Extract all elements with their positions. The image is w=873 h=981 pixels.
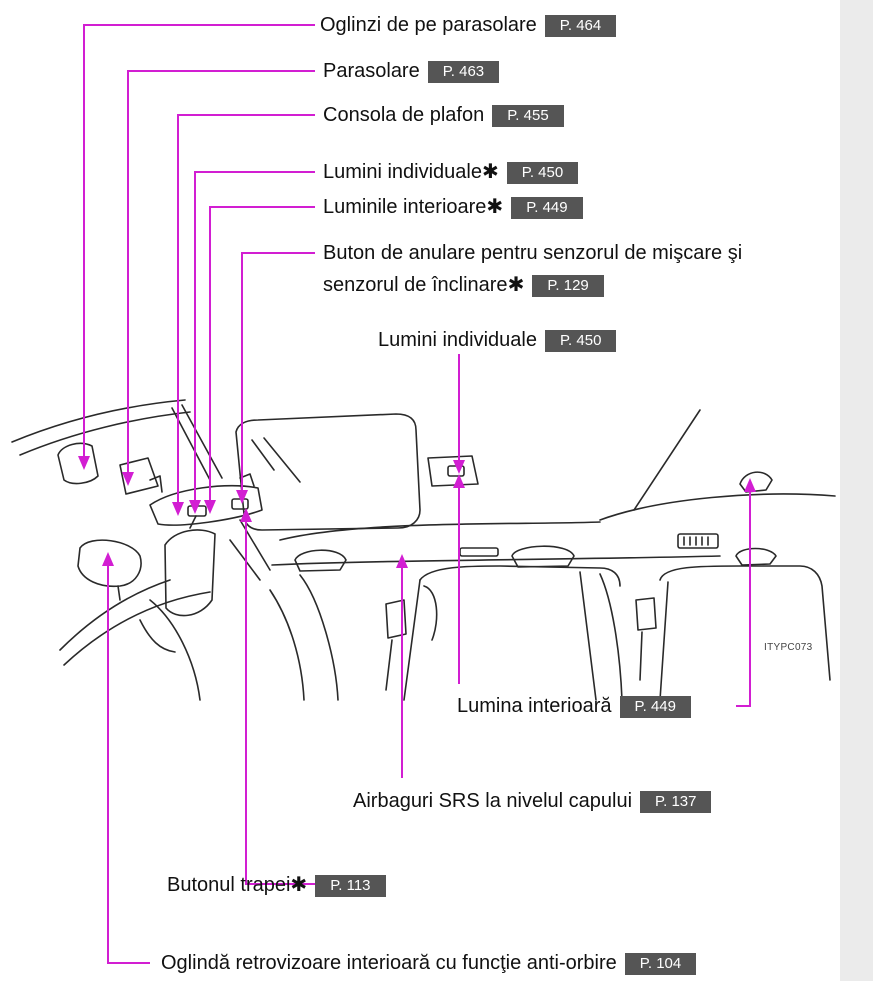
optional-equipment-mark: ✱ <box>482 161 499 183</box>
page-ref-badge[interactable]: P. 449 <box>511 197 582 219</box>
callout-sun-visors: Parasolare P. 463 <box>323 58 499 84</box>
leader-overhead-console <box>178 115 315 508</box>
arrow-overhead-console <box>172 502 184 516</box>
interior-diagram <box>0 0 840 981</box>
callout-overhead-console: Consola de plafon P. 455 <box>323 102 564 128</box>
leader-sensor-cancel-button <box>242 253 315 496</box>
callout-label: Airbaguri SRS la nivelul capului <box>353 790 632 812</box>
callout-sun-visor-mirrors: Oglinzi de pe parasolare P. 464 <box>320 12 616 38</box>
page-ref-badge[interactable]: P. 113 <box>315 875 385 897</box>
page-ref-badge[interactable]: P. 129 <box>532 275 603 297</box>
callout-personal-lights-rear: Lumini individuale P. 450 <box>378 327 616 353</box>
car-interior-drawing <box>12 400 835 700</box>
arrow-interior-light-rear-dome <box>744 478 756 492</box>
arrow-sun-visor-mirrors <box>78 456 90 470</box>
arrow-personal-lights-front <box>189 500 201 514</box>
page-ref-badge[interactable]: P. 449 <box>620 696 691 718</box>
leader-moon-roof-switch <box>246 514 330 884</box>
leader-interior-lights-front <box>210 207 315 506</box>
callout-label: Lumina interioară <box>457 695 612 717</box>
page-ref-badge[interactable]: P. 450 <box>507 162 578 184</box>
callout-srs-curtain-airbags: Airbaguri SRS la nivelul capului P. 137 <box>353 788 711 814</box>
arrow-sensor-cancel-button <box>236 490 248 504</box>
callout-label: Buton de anulare pentru senzorul de mişc… <box>323 242 742 264</box>
callout-sensor-cancel-button-line1: Buton de anulare pentru senzorul de mişc… <box>323 240 742 266</box>
callout-interior-light-rear: Lumina interioară P. 449 <box>457 693 691 719</box>
page-ref-badge[interactable]: P. 464 <box>545 15 616 37</box>
callout-sensor-cancel-button-line2: senzorul de înclinare✱ P. 129 <box>323 272 604 298</box>
page-ref-badge[interactable]: P. 463 <box>428 61 499 83</box>
page-ref-badge[interactable]: P. 104 <box>625 953 696 975</box>
leader-interior-light-rear-dome <box>736 484 750 706</box>
callout-label: Lumini individuale <box>378 329 537 351</box>
callout-label: Luminile interioare <box>323 196 486 218</box>
arrow-moon-roof-switch <box>240 508 252 522</box>
callout-interior-lights-front: Luminile interioare✱ P. 449 <box>323 194 583 220</box>
callout-moon-roof-switch: Butonul trapei✱ P. 113 <box>167 872 386 898</box>
callout-label: Consola de plafon <box>323 104 484 126</box>
arrow-anti-glare-mirror <box>102 552 114 566</box>
optional-equipment-mark: ✱ <box>508 274 525 296</box>
figure-code: ITYPC073 <box>764 642 813 653</box>
callout-anti-glare-mirror: Oglindă retrovizoare interioară cu funcţ… <box>161 950 696 976</box>
leader-sun-visor-mirrors <box>84 25 315 462</box>
callout-label: Oglinzi de pe parasolare <box>320 14 537 36</box>
callout-personal-lights-front: Lumini individuale✱ P. 450 <box>323 159 578 185</box>
page-ref-badge[interactable]: P. 450 <box>545 330 616 352</box>
callout-arrowheads <box>78 456 756 568</box>
leader-personal-lights-front <box>195 172 315 506</box>
callout-label: Butonul trapei <box>167 874 290 896</box>
page-edge-sidebar <box>840 0 873 981</box>
optional-equipment-mark: ✱ <box>486 196 503 218</box>
optional-equipment-mark: ✱ <box>290 874 307 896</box>
page-ref-badge[interactable]: P. 455 <box>492 105 563 127</box>
page-ref-badge[interactable]: P. 137 <box>640 791 711 813</box>
callout-label: Parasolare <box>323 60 420 82</box>
callout-label: Oglindă retrovizoare interioară cu funcţ… <box>161 952 617 974</box>
callout-label: senzorul de înclinare <box>323 274 508 296</box>
callout-label: Lumini individuale <box>323 161 482 183</box>
